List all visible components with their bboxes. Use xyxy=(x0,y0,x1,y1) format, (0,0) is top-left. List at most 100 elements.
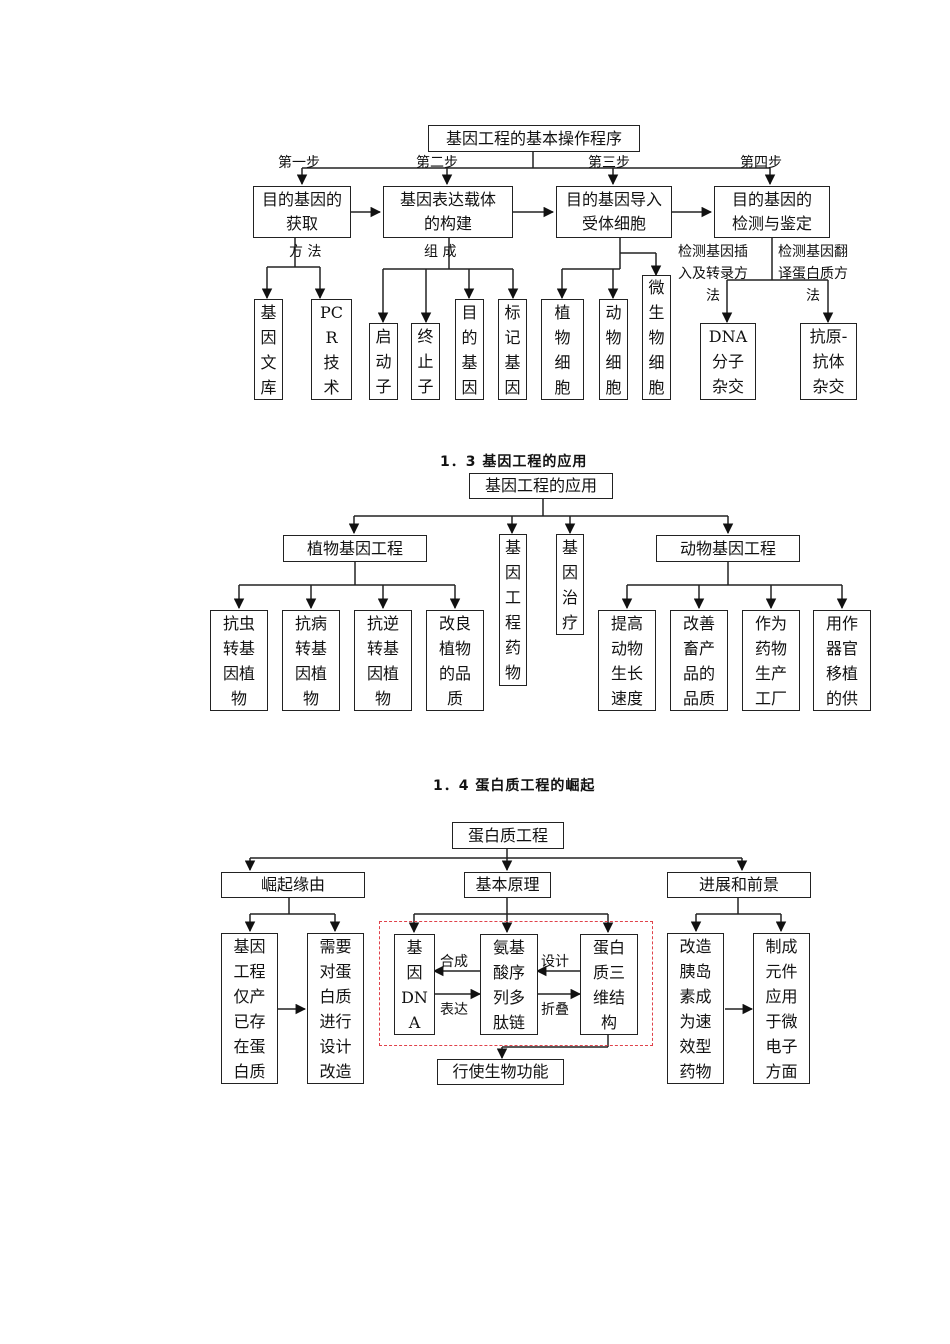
plant-ge-label: 植物基因工程 xyxy=(306,538,403,558)
line: 氨基 xyxy=(492,937,525,957)
char: 胞 xyxy=(554,377,571,397)
char: 因 xyxy=(461,377,478,397)
step-2-label: 第二步 xyxy=(416,155,458,171)
line: 质 xyxy=(446,688,463,708)
child-dna-hybridization: DNA 分子 杂交 xyxy=(700,323,756,400)
char: 胞 xyxy=(648,378,665,397)
char: 治 xyxy=(561,587,578,607)
line: 肽链 xyxy=(492,1012,525,1032)
line: 仅产 xyxy=(233,986,266,1006)
char: 启 xyxy=(375,327,392,346)
line: 因 xyxy=(406,962,423,982)
line: 改造 xyxy=(319,1061,352,1081)
line: 白质 xyxy=(233,1061,266,1081)
char: 动 xyxy=(375,352,392,371)
plant-child-insect: 抗虫 转基 因植 物 xyxy=(210,610,268,711)
char: 杂交 xyxy=(711,377,744,396)
gene-dna-box: 基 因 DN A xyxy=(394,934,435,1035)
prospect-left-box: 改造 胰岛 素成 为速 效型 药物 xyxy=(667,933,724,1084)
line: 生产 xyxy=(754,663,787,683)
line: 提高 xyxy=(610,613,643,633)
char: 止 xyxy=(417,352,434,371)
child-microbe-cell: 微 生 物 细 胞 xyxy=(642,275,671,400)
origin-box: 崛起缘由 xyxy=(221,872,365,898)
char: 基 xyxy=(260,302,277,322)
char: 子 xyxy=(417,377,434,396)
d3-root-label: 蛋白质工程 xyxy=(467,825,548,845)
line: 用作 xyxy=(825,613,858,633)
char: 的 xyxy=(461,327,478,347)
prospect-label: 进展和前景 xyxy=(698,875,779,894)
step-4-branch-label-left: 检测基因插 入及转录方 法 xyxy=(678,241,748,307)
plant-child-quality: 改良 植物 的品 质 xyxy=(426,610,484,711)
peptide-box: 氨基 酸序 列多 肽链 xyxy=(480,934,538,1035)
child-plant-cell: 植 物 细 胞 xyxy=(541,299,584,400)
line: 转基 xyxy=(222,638,255,658)
line: 工程 xyxy=(233,961,266,981)
line: 素成 xyxy=(679,986,712,1006)
line: 植物 xyxy=(438,638,471,658)
char: 疗 xyxy=(561,612,578,632)
branch-label-line: 译蛋白质方 xyxy=(778,266,848,282)
plant-ge-box: 植物基因工程 xyxy=(283,535,427,562)
section-1-3-heading: 1．3 基因工程的应用 xyxy=(440,454,588,470)
step-2-box-text: 基因表达载体的构建 xyxy=(399,190,496,233)
char: 因 xyxy=(504,563,521,582)
char: 生 xyxy=(648,303,665,322)
line: 移植 xyxy=(825,663,858,683)
step-1-edge-label: 方 法 xyxy=(289,244,322,260)
char: PC xyxy=(319,302,343,322)
line: 作为 xyxy=(754,613,787,633)
line: 转基 xyxy=(366,638,399,658)
char: 药 xyxy=(504,638,521,657)
line: 因植 xyxy=(294,663,327,683)
char: 物 xyxy=(648,328,665,347)
char: 微 xyxy=(648,278,665,297)
line: 因植 xyxy=(222,663,255,683)
step-3-label: 第三步 xyxy=(588,155,630,171)
line: 生长 xyxy=(610,663,643,683)
principle-dashed-frame xyxy=(379,921,653,1046)
origin-label: 崛起缘由 xyxy=(260,875,325,894)
child-gene-library: 基 因 文 库 xyxy=(254,299,283,400)
line: 列多 xyxy=(492,987,525,1007)
d2-root-label: 基因工程的应用 xyxy=(484,476,597,495)
char: 胞 xyxy=(605,377,622,397)
char: 术 xyxy=(323,377,340,397)
gene-therapy-box: 基 因 治 疗 xyxy=(556,534,584,635)
d2-root-box: 基因工程的应用 xyxy=(469,473,613,499)
char: 分子 xyxy=(711,352,744,371)
line: 工厂 xyxy=(754,688,787,708)
child-pcr: PC R 技 术 xyxy=(311,299,352,400)
line: 方面 xyxy=(765,1061,798,1081)
char: 因 xyxy=(561,562,578,582)
animal-child-organ: 用作 器官 移植 的供 xyxy=(813,610,871,711)
line: 对蛋 xyxy=(319,961,352,981)
char: 终 xyxy=(417,327,434,346)
line: DN xyxy=(401,987,428,1007)
line: 已存 xyxy=(233,1011,266,1031)
char: R xyxy=(325,327,338,347)
line: 在蛋 xyxy=(233,1036,266,1056)
protein-structure-box: 蛋白 质三 维结 构 xyxy=(580,934,638,1035)
char: 文 xyxy=(260,352,277,372)
d1-root-label: 基因工程的基本操作程序 xyxy=(445,128,622,148)
prospect-box: 进展和前景 xyxy=(667,872,811,898)
line: 品的 xyxy=(682,663,715,683)
line: 改良 xyxy=(438,613,471,633)
line: 酸序 xyxy=(492,962,525,982)
line: 为速 xyxy=(679,1011,712,1031)
line: 维结 xyxy=(592,987,625,1007)
line: 物 xyxy=(230,688,247,708)
line: 物 xyxy=(374,688,391,708)
char: 物 xyxy=(554,327,571,347)
line: 品质 xyxy=(682,688,715,708)
char: 基 xyxy=(561,537,578,557)
line: 蛋白 xyxy=(592,937,625,957)
step-1-label: 第一步 xyxy=(278,155,320,171)
arrow-label-synthesis: 合成 xyxy=(440,954,468,970)
line: 因植 xyxy=(366,663,399,683)
line: 构 xyxy=(600,1012,617,1032)
origin-left-box: 基因 工程 仅产 已存 在蛋 白质 xyxy=(221,933,278,1084)
char: 标 xyxy=(504,302,521,322)
